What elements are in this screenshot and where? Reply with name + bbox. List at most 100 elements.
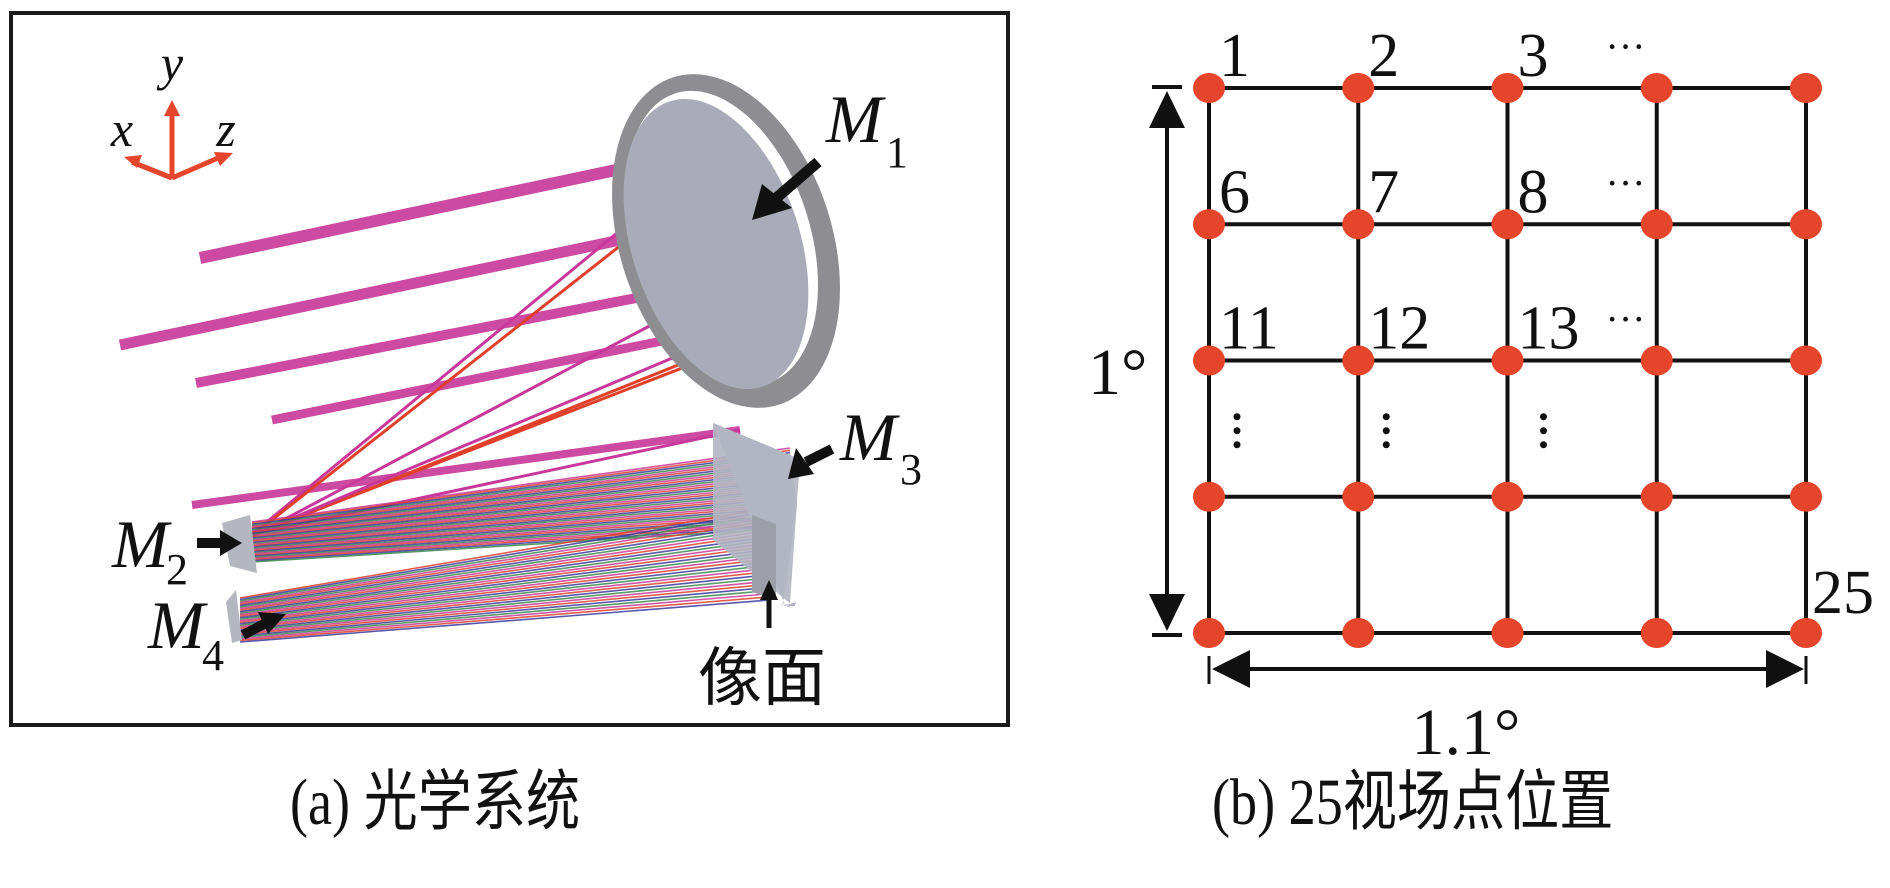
ellipsis-vertical-dot [1233, 413, 1241, 421]
ray-m2-m3 [251, 499, 791, 550]
ray-m4-image [239, 535, 771, 613]
label-image-plane: 像面 [698, 643, 826, 714]
caption-a: (a) 光学系统 [290, 766, 581, 839]
ray-m4-image [239, 545, 771, 617]
arrow-m2-icon [197, 530, 242, 556]
svg-text:M: M [111, 506, 172, 582]
ray-m4-image [239, 554, 771, 622]
ray-m2-m3 [251, 451, 791, 526]
ray-m2-m3 [251, 495, 791, 547]
mirror-m1 [612, 74, 840, 408]
field-point [1193, 73, 1225, 103]
field-point [1193, 618, 1225, 648]
ellipsis-vertical-dot [1382, 427, 1390, 435]
image-plane [752, 515, 776, 600]
ray-m2-m3 [251, 513, 791, 556]
ray-m4-image [239, 529, 771, 610]
ray-m4-image [239, 526, 771, 608]
ray-m2-m3 [251, 467, 791, 534]
ray-m2-m3 [251, 481, 791, 540]
axis-label-z: z [215, 101, 235, 157]
arrow-up-icon [1149, 91, 1185, 128]
ray-m4-image [239, 599, 771, 643]
ray-m2-m3 [251, 520, 791, 560]
field-point [1491, 73, 1524, 103]
field-point [1193, 345, 1225, 376]
ray-m4-image [239, 532, 771, 611]
field-point [1491, 481, 1524, 512]
field-point [1640, 618, 1673, 648]
ray-m2-m3 [251, 476, 791, 538]
point-label: 2 [1368, 22, 1399, 90]
mirror-m4 [226, 590, 242, 643]
ellipsis-vertical-dot [1540, 427, 1547, 435]
ray-m4-image [239, 580, 771, 634]
field-point [1640, 73, 1673, 103]
ray-m4-image [239, 592, 771, 640]
ray-m4-image [239, 519, 771, 605]
ellipsis-vertical-dot [1233, 427, 1241, 435]
ray-m4-image [239, 538, 771, 614]
ray-m2-m3 [251, 527, 791, 563]
ray-m4-image [239, 567, 771, 628]
point-label: 6 [1219, 158, 1250, 226]
field-point [1790, 345, 1822, 376]
ray-m2-m3 [251, 472, 791, 536]
ray-m2-m3 [251, 483, 791, 542]
ray-m4-image [239, 507, 771, 599]
field-point [1640, 481, 1673, 512]
label-m1: M 1 [825, 81, 908, 177]
ray-m4-image [239, 589, 771, 639]
field-point [1790, 481, 1822, 512]
point-label: 12 [1368, 295, 1430, 363]
horizontal-dimension [1207, 650, 1808, 688]
field-point [1193, 209, 1225, 240]
ellipsis-vertical-dot [1233, 441, 1241, 449]
ray-m2-m3 [251, 470, 791, 535]
ray-m4-image [239, 586, 771, 637]
ellipsis-horizontal: ··· [1606, 160, 1646, 205]
ray-m4-image [239, 596, 771, 642]
ray-m2-m3 [251, 511, 791, 555]
ray-m4-image [239, 557, 771, 624]
field-point [1342, 481, 1375, 512]
svg-text:4: 4 [202, 631, 224, 680]
ray-m2-m3 [251, 488, 791, 544]
ray-m4-image [239, 548, 771, 619]
svg-text:3: 3 [900, 445, 922, 494]
ray-m2-m3 [251, 463, 791, 531]
arrow-image-plane-icon [760, 580, 778, 628]
field-point [1790, 209, 1822, 240]
ray-m2-m3 [251, 492, 791, 546]
ray-m2-m3 [251, 465, 791, 532]
arrow-m4-icon [240, 612, 286, 640]
field-point [1342, 618, 1375, 648]
ray-m2-m3 [251, 497, 791, 548]
ray-m2-m3 [251, 447, 791, 523]
ellipsis-horizontal: ··· [1606, 297, 1646, 342]
field-point [1491, 345, 1524, 376]
axes-triad-icon [124, 100, 233, 181]
ray-m2-m3 [251, 456, 791, 528]
point-label: 3 [1518, 22, 1549, 90]
svg-text:M: M [839, 399, 900, 475]
point-label: 8 [1518, 158, 1549, 226]
ray-m2-m3 [251, 474, 791, 537]
vertical-dimension [1149, 85, 1185, 637]
arrow-down-icon [1149, 594, 1185, 631]
ellipsis-horizontal: ··· [1606, 24, 1646, 69]
ray-m4-image [239, 510, 771, 601]
ray-m4-image [239, 573, 771, 631]
ellipsis-vertical-dot [1540, 413, 1547, 421]
vertical-span-label: 1° [1088, 336, 1147, 409]
field-point [1342, 73, 1375, 103]
field-point [1193, 481, 1225, 512]
ray-m2-m3 [251, 458, 791, 529]
ray-m4-image [239, 564, 771, 627]
axis-label-x: x [110, 101, 133, 157]
field-point [1640, 345, 1673, 376]
ray-m4-image [239, 561, 771, 625]
field-point [1342, 209, 1375, 240]
ellipsis-vertical-dot [1540, 441, 1547, 449]
